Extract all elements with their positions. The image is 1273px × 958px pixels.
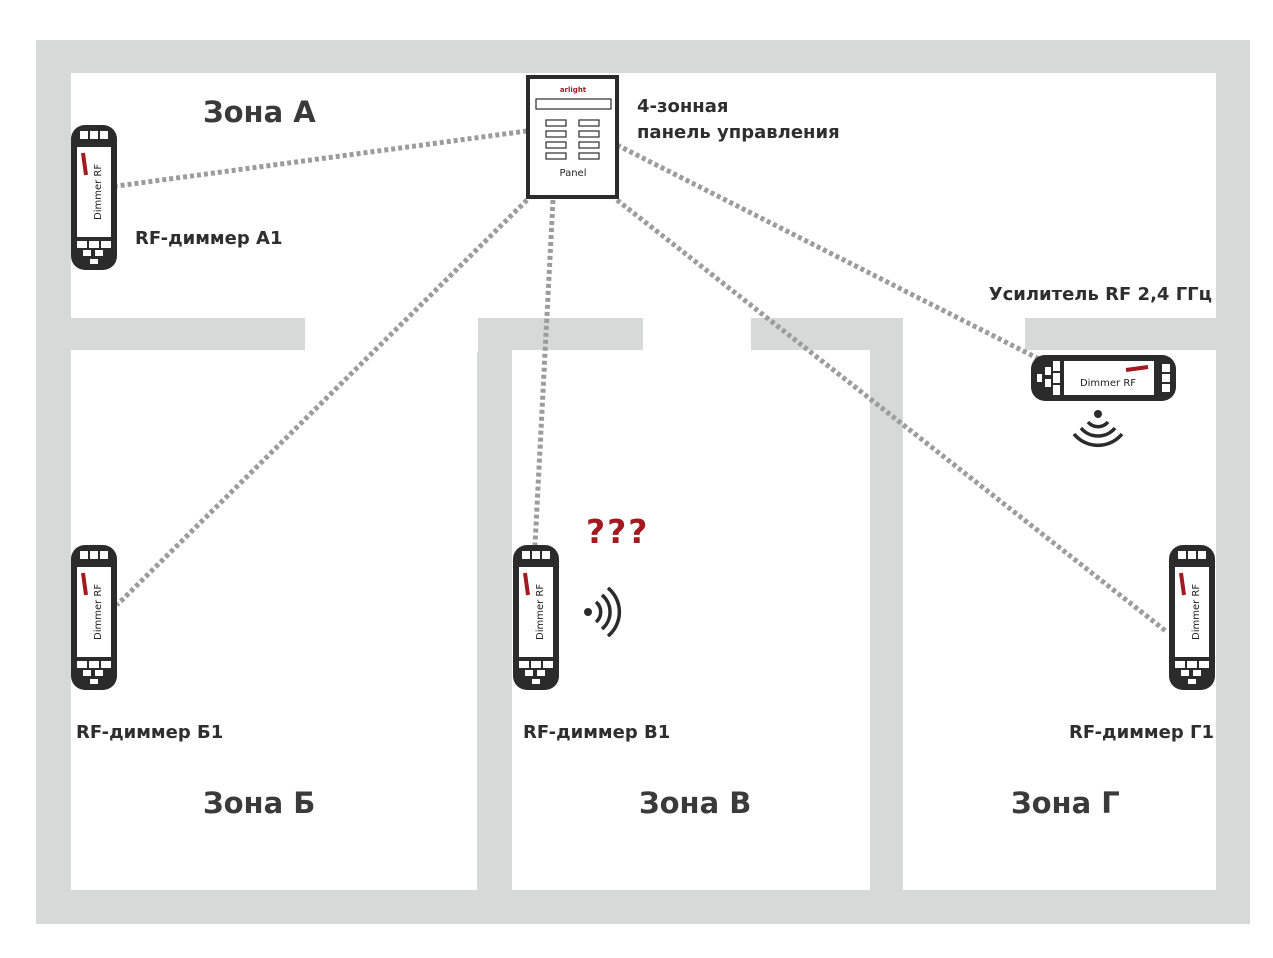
dimmer-label: Dimmer RF (535, 584, 546, 640)
room-zone-a (71, 73, 1216, 318)
panel-label: Panel (560, 168, 587, 179)
unknown-signal-mark: ??? (586, 512, 649, 551)
dimmer-label: Dimmer RF (93, 164, 104, 220)
dimmer-a1: Dimmer RF (69, 123, 119, 272)
doorway (903, 316, 1025, 352)
dimmer-g1: Dimmer RF (1167, 543, 1217, 692)
zone-b-label: Зона Б (203, 786, 315, 820)
panel-title-line1: 4-зонная (637, 96, 728, 117)
zone-g-label: Зона Г (1011, 786, 1120, 820)
panel-buttons (545, 119, 600, 160)
dimmer-label: Dimmer RF (1191, 584, 1202, 640)
rf-link-a1 (116, 128, 528, 189)
rf-link-g1 (615, 198, 1169, 634)
control-panel: arlight Panel (526, 75, 619, 199)
panel-title-line2: панель управления (637, 122, 840, 143)
amplifier-label: Усилитель RF 2,4 ГГц (989, 284, 1212, 305)
panel-logo: arlight (560, 86, 587, 94)
dimmer-b1: Dimmer RF (69, 543, 119, 692)
room-zone-b (71, 350, 477, 890)
dimmer-label: Dimmer RF (93, 584, 104, 640)
zone-v-label: Зона В (639, 786, 751, 820)
rf-link-v1 (532, 199, 556, 546)
dimmer-b1-label: RF-диммер Б1 (76, 722, 223, 743)
doorway (643, 316, 751, 352)
room-zone-g (903, 350, 1216, 890)
rf-link-b1 (115, 198, 529, 607)
dimmer-a1-label: RF-диммер А1 (135, 228, 282, 249)
zone-a-label: Зона А (203, 95, 316, 129)
dimmer-g1-label: RF-диммер Г1 (1069, 722, 1214, 743)
dimmer-v1: Dimmer RF (511, 543, 561, 692)
dimmer-v1-label: RF-диммер В1 (523, 722, 670, 743)
rf-link-amplifier (615, 142, 1047, 365)
amplifier-device-label: Dimmer RF (1080, 378, 1136, 389)
panel-display (535, 98, 612, 110)
room-zone-v (512, 350, 870, 890)
